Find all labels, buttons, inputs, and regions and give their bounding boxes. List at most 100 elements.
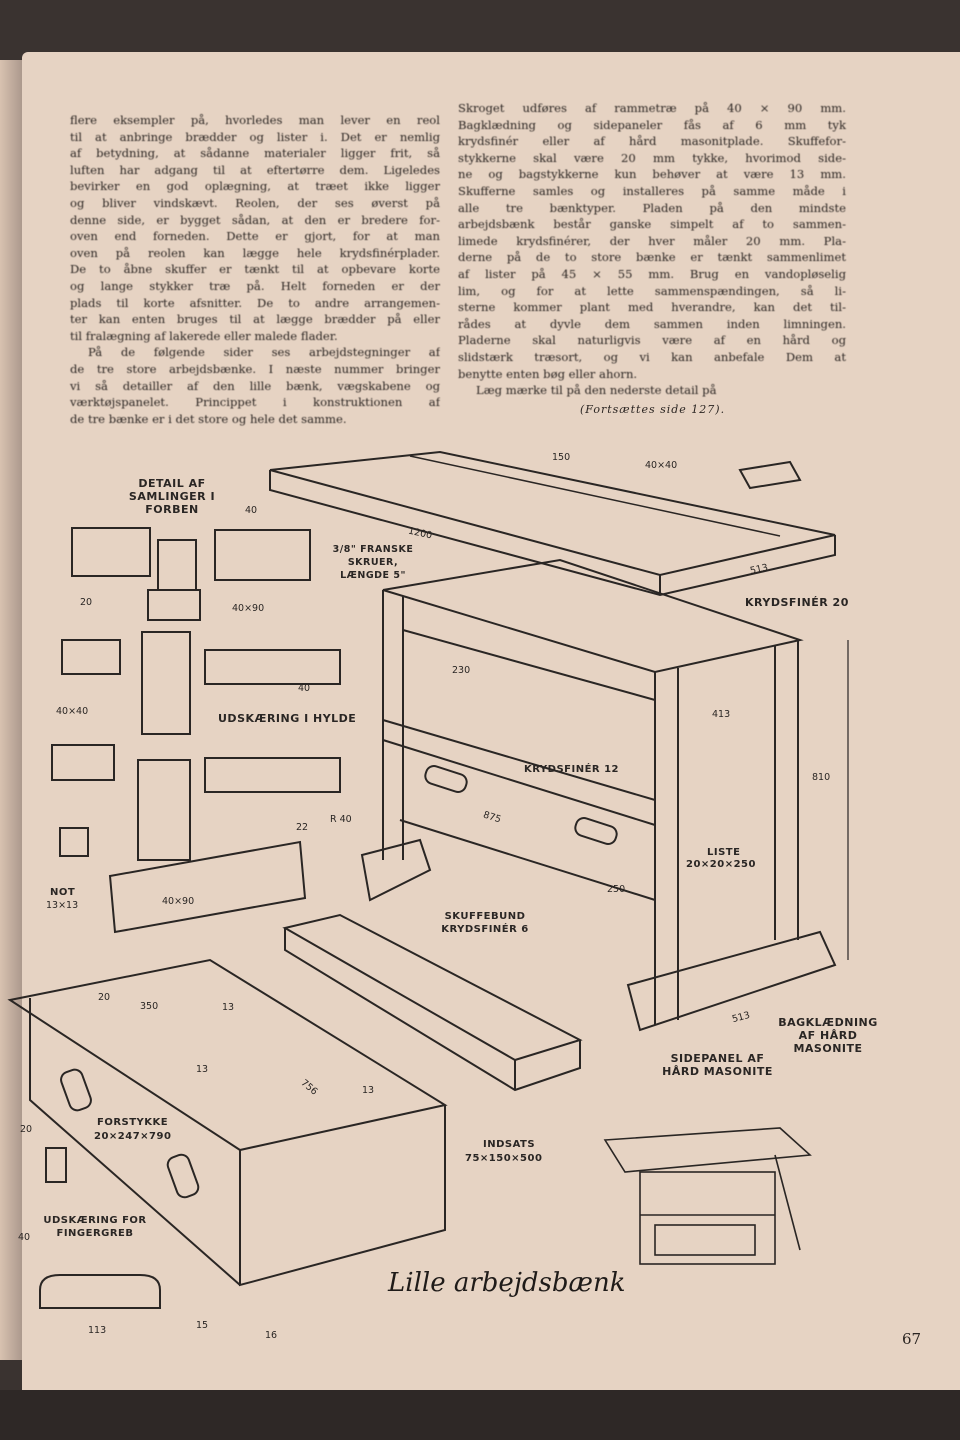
- dim-13-b: 13: [196, 1064, 209, 1075]
- small-bench-sketch: [603, 1127, 812, 1265]
- label-screws: 3/8" FRANSKE SKRUER, LÆNGDE 5": [332, 544, 414, 581]
- label-udskaering-fingergreb: UDSKÆRING FOR FINGERGREB: [43, 1215, 147, 1239]
- dim-13-a: 13: [222, 1002, 235, 1013]
- text-line: luften har adgang til at eftertørre dem.…: [70, 162, 440, 177]
- text-line: Skroget udføres af rammetræ på 40 × 90 m…: [458, 101, 846, 115]
- drawing-title: Lille arbejdsbænk: [388, 1268, 626, 1298]
- text-line: og lange stykker træ på. Helt forneden e…: [70, 278, 440, 293]
- label-liste: LISTE: [707, 847, 741, 858]
- text-line: arbejdsbænk består ganske simpelt af to …: [458, 217, 846, 232]
- dim-413: 413: [712, 709, 731, 720]
- text-line: oven end forneden. Dette er gjort, for a…: [70, 229, 440, 244]
- text-line: af lister på 45 × 55 mm. Brug en vandopl…: [458, 266, 846, 281]
- dim-350: 350: [140, 1001, 159, 1012]
- text-line: Skufferne samles og installeres på samme…: [458, 183, 846, 198]
- grip-section: [45, 1147, 67, 1183]
- magazine-page: [22, 52, 960, 1397]
- page-number: 67: [902, 1330, 922, 1348]
- label-indsats-dim: 75×150×500: [465, 1153, 543, 1164]
- drawer: [7, 958, 448, 1309]
- dim-22: 22: [296, 822, 309, 833]
- dim-40x90-joint: 40×90: [232, 603, 265, 614]
- text-line: benytte enten bøg eller ahorn.: [458, 366, 638, 381]
- label-detail: DETAIL AF SAMLINGER I FORBEN: [128, 477, 216, 516]
- dim-20-drawer: 20: [98, 992, 111, 1003]
- dim-r40: R 40: [330, 814, 352, 825]
- text-line: Pladerne skal naturligvis være af en hår…: [458, 333, 846, 348]
- continued-note: (Fortsættes side 127).: [580, 403, 726, 416]
- dim-40-top: 40: [245, 505, 258, 516]
- bench-frame: [360, 558, 837, 1032]
- text-line: alle tre bænktyper. Pladen på den mindst…: [458, 200, 846, 215]
- dim-230: 230: [452, 665, 471, 676]
- joint-details: [51, 527, 341, 934]
- text-line: krydsfinér eller af hård masonitplade. S…: [458, 134, 846, 149]
- facing-page-edge: [0, 60, 24, 1360]
- bench-stop-block: [738, 460, 802, 490]
- drawer-handle: [574, 817, 618, 845]
- label-bagklaedning: BAGKLÆDNING AF HÅRD MASONITE: [778, 1016, 878, 1055]
- drawer-handle: [424, 765, 468, 793]
- text-line: og bliver vindskævt. Reolen, der ses øve…: [70, 195, 440, 210]
- text-line: ter kan enten bruges til at lægge brædde…: [70, 312, 440, 327]
- dim-15: 15: [196, 1320, 209, 1331]
- label-forstykke-dim: 20×247×790: [94, 1131, 172, 1142]
- dim-250: 250: [607, 884, 626, 895]
- label-liste-dim: 20×20×250: [686, 859, 756, 870]
- text-line: bevirker en god oplægning, at træet ikke…: [70, 179, 440, 194]
- dim-40-finger: 40: [18, 1232, 31, 1243]
- text-line: oven på reolen kan lægge hele krydsfinér…: [70, 245, 440, 260]
- dim-113: 113: [88, 1325, 107, 1336]
- label-krydsfiner-12: KRYDSFINÉR 12: [524, 764, 619, 775]
- dim-13-c: 13: [362, 1085, 375, 1096]
- article-right-column: Skroget udføres af rammetræ på 40 × 90 m…: [458, 100, 846, 399]
- text-line: limede krydsfinérer, der hver måler 20 m…: [458, 233, 846, 248]
- dim-810: 810: [812, 772, 831, 783]
- label-not: NOT: [50, 887, 76, 898]
- text-line: derne på de to store bænke er tænkt samm…: [458, 250, 846, 265]
- text-line: rådes at dyvle dem sammen inden limninge…: [458, 316, 846, 331]
- label-sidepanel: SIDEPANEL AF HÅRD MASONITE: [662, 1052, 773, 1078]
- text-line: til at anbringe brædder og lister i. Det…: [70, 129, 440, 144]
- insert-tray: [282, 913, 583, 1092]
- text-line: ne og bagstykkerne kun behøver at være 1…: [458, 167, 846, 182]
- text-line: flere eksempler på, hvorledes man lever …: [70, 113, 440, 127]
- label-not-dim: 13×13: [46, 900, 79, 911]
- bench-top: [269, 450, 836, 597]
- background-surface: [0, 1390, 960, 1440]
- text-line: plads til korte afsnitter. De to andre a…: [70, 295, 440, 310]
- drawer-handle: [60, 1068, 92, 1112]
- text-line: Læg mærke til på den nederste detail på: [476, 383, 717, 398]
- dim-20-joint: 20: [80, 597, 93, 608]
- label-indsats: INDSATS: [483, 1139, 536, 1150]
- text-line: værktøjspanelet. Princippet i konstrukti…: [70, 395, 440, 410]
- label-krydsfiner-20: KRYDSFINÉR 20: [745, 596, 849, 609]
- text-line: denne side, er bygget sådan, at den er b…: [70, 212, 440, 227]
- dim-40x40-top: 40×40: [645, 460, 678, 471]
- text-line: af betydning, at sådanne materialer ligg…: [70, 146, 440, 161]
- text-line: Bagklædning og sidepaneler fås af 6 mm t…: [458, 117, 846, 132]
- label-forstykke: FORSTYKKE: [97, 1117, 169, 1128]
- dim-150: 150: [552, 452, 571, 463]
- text-line: lim, og for at lette sammenspændingen, s…: [458, 283, 846, 298]
- text-line: På de følgende sider ses arbejdstegninge…: [88, 345, 440, 360]
- text-line: de tre bænke er i det store og hele det …: [70, 411, 347, 426]
- drawer-handle: [166, 1153, 200, 1199]
- text-line: de tre store arbejdsbænke. I næste numme…: [70, 361, 440, 376]
- dim-40-joint: 40: [298, 683, 311, 694]
- text-line: De to åbne skuffer er tænkt til at opbev…: [70, 262, 440, 277]
- text-line: sterne kommer plant med hverandre, kan d…: [458, 300, 846, 315]
- label-skuffebund: SKUFFEBUND KRYDSFINÉR 6: [441, 911, 529, 935]
- dim-40x40-left: 40×40: [56, 706, 89, 717]
- right-foot: [626, 930, 837, 1032]
- label-udskaering-hylde: UDSKÆRING I HYLDE: [218, 712, 357, 725]
- article-left-column: flere eksempler på, hvorledes man lever …: [70, 112, 440, 427]
- text-line: stykkerne skal være 20 mm tykke, hvorimo…: [458, 150, 846, 165]
- left-foot: [360, 838, 432, 902]
- text-line: slidstærk træsort, og vi kan anbefale De…: [458, 349, 846, 364]
- dim-40x90-bottom: 40×90: [162, 896, 195, 907]
- dim-20-finger: 20: [20, 1124, 33, 1135]
- text-line: til fralægning af lakerede eller malede …: [70, 328, 338, 343]
- text-line: vi så detailler af den lille bænk, vægsk…: [70, 378, 440, 393]
